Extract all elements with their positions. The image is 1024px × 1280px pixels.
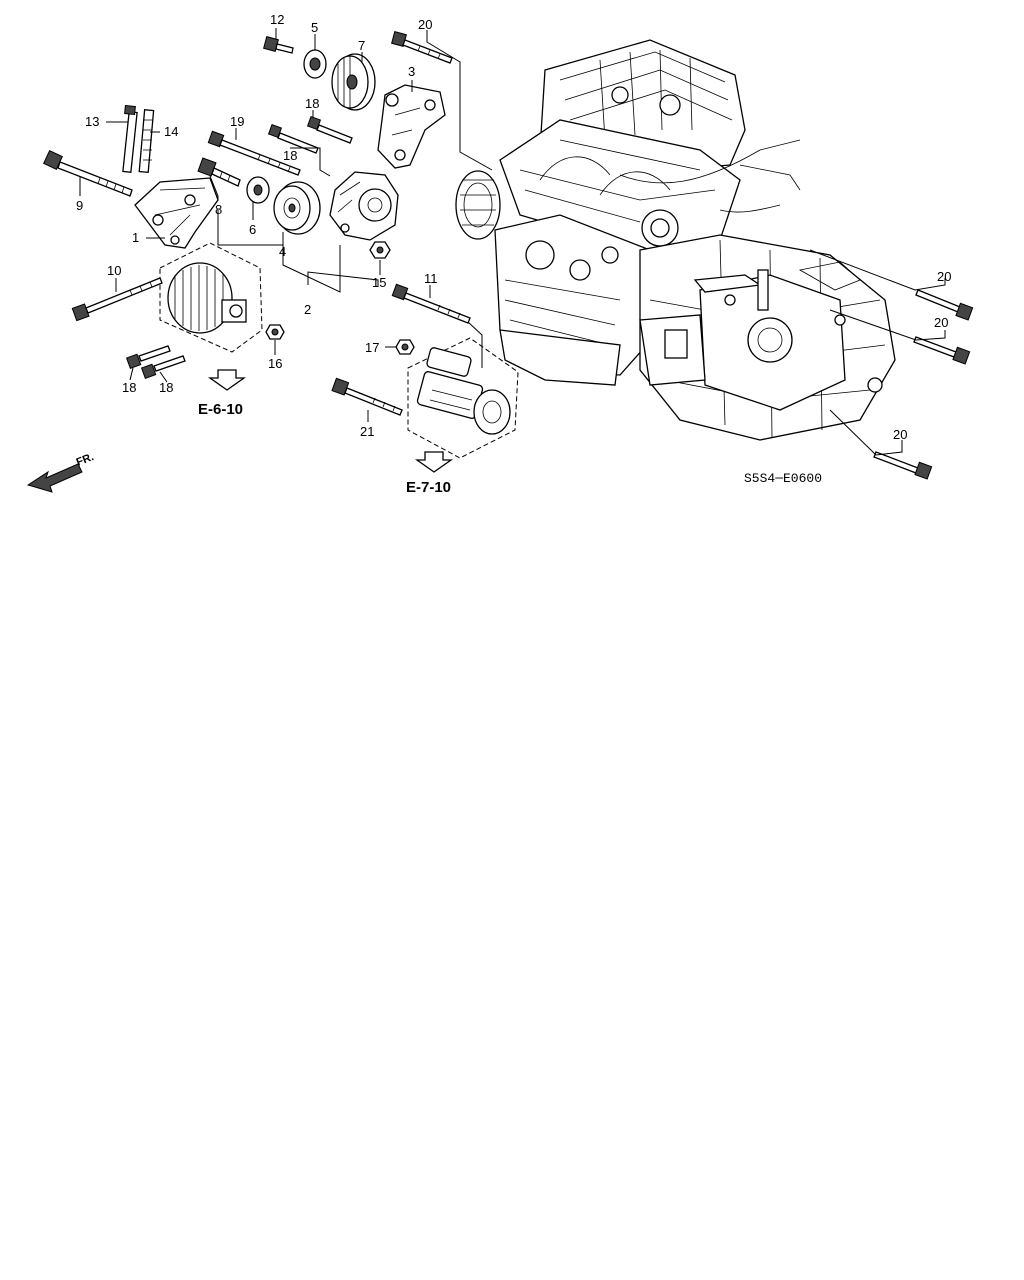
starter-motor [407, 337, 519, 459]
leader-lines [79, 28, 946, 456]
part-4-idler-pulley [273, 181, 321, 235]
part-7-pulley [331, 53, 376, 111]
callout-12: 12 [270, 12, 284, 27]
reference-arrow-starter [414, 451, 454, 473]
callout-1: 1 [132, 230, 139, 245]
part-20-bolt-trans-3 [873, 451, 933, 480]
callout-8: 8 [215, 202, 222, 217]
callout-14: 14 [164, 124, 178, 139]
part-2-tensioner [329, 171, 399, 241]
callout-labels: 12 5 7 20 3 18 13 14 19 18 9 8 1 6 4 15 … [76, 12, 951, 442]
callout-21: 21 [360, 424, 374, 439]
callout-9: 9 [76, 198, 83, 213]
callout-16: 16 [268, 356, 282, 371]
part-12-bolt [263, 36, 294, 54]
part-18-bolt-bracket [306, 115, 353, 144]
callout-5: 5 [311, 20, 318, 35]
callout-17: 17 [365, 340, 379, 355]
callout-11: 11 [424, 271, 438, 286]
callout-10: 10 [107, 263, 121, 278]
callout-6: 6 [249, 222, 256, 237]
reference-starter-label: E-7-10 [406, 479, 451, 496]
callout-2: 2 [304, 302, 311, 317]
part-20-bolt-top [391, 31, 453, 64]
part-20-bolt-trans-2 [913, 336, 971, 365]
reference-alternator-label: E-6-10 [198, 401, 243, 418]
part-16-nut [265, 324, 285, 340]
engine-assembly [455, 39, 801, 386]
callout-13: 13 [85, 114, 99, 129]
part-15-nut [369, 241, 391, 259]
part-21-bolt [331, 377, 403, 416]
part-10-bolt [71, 277, 163, 322]
callout-20-trans-3: 20 [893, 427, 907, 442]
callout-20-trans-1: 20 [937, 269, 951, 284]
part-20-bolt-trans-1 [915, 289, 974, 321]
callout-18-lower-b: 18 [159, 380, 173, 395]
callout-18-upper: 18 [283, 148, 297, 163]
part-5-washer [303, 49, 327, 79]
front-indicator-label: FR. [75, 451, 96, 469]
callout-20-top: 20 [418, 17, 432, 32]
callout-4: 4 [279, 244, 286, 259]
callout-20-trans-2: 20 [934, 315, 948, 330]
alternator [159, 242, 263, 353]
callout-18-bracket: 18 [305, 96, 319, 111]
transmission-assembly [639, 234, 896, 441]
front-arrow-icon [26, 463, 83, 493]
part-14-stud [138, 109, 155, 174]
part-8-bolt [197, 157, 241, 187]
reference-arrow-alternator [207, 369, 247, 391]
part-1-bracket [134, 177, 219, 249]
part-18-bolt-lower-b [140, 355, 186, 379]
callout-3: 3 [408, 64, 415, 79]
part-9-bolt [43, 150, 133, 197]
callout-18-lower-a: 18 [122, 380, 136, 395]
part-19-bolt [207, 130, 301, 176]
part-6-spacer [246, 176, 270, 204]
part-3-bracket [377, 84, 446, 169]
callout-15: 15 [372, 275, 386, 290]
callout-19: 19 [230, 114, 244, 129]
part-18-bolt-lower-a [125, 345, 171, 369]
part-11-bolt [391, 283, 471, 324]
callout-7: 7 [358, 38, 365, 53]
part-17-nut [395, 339, 415, 355]
part-13-stud [122, 104, 138, 173]
diagram-code: S5S4─E0600 [744, 471, 822, 486]
